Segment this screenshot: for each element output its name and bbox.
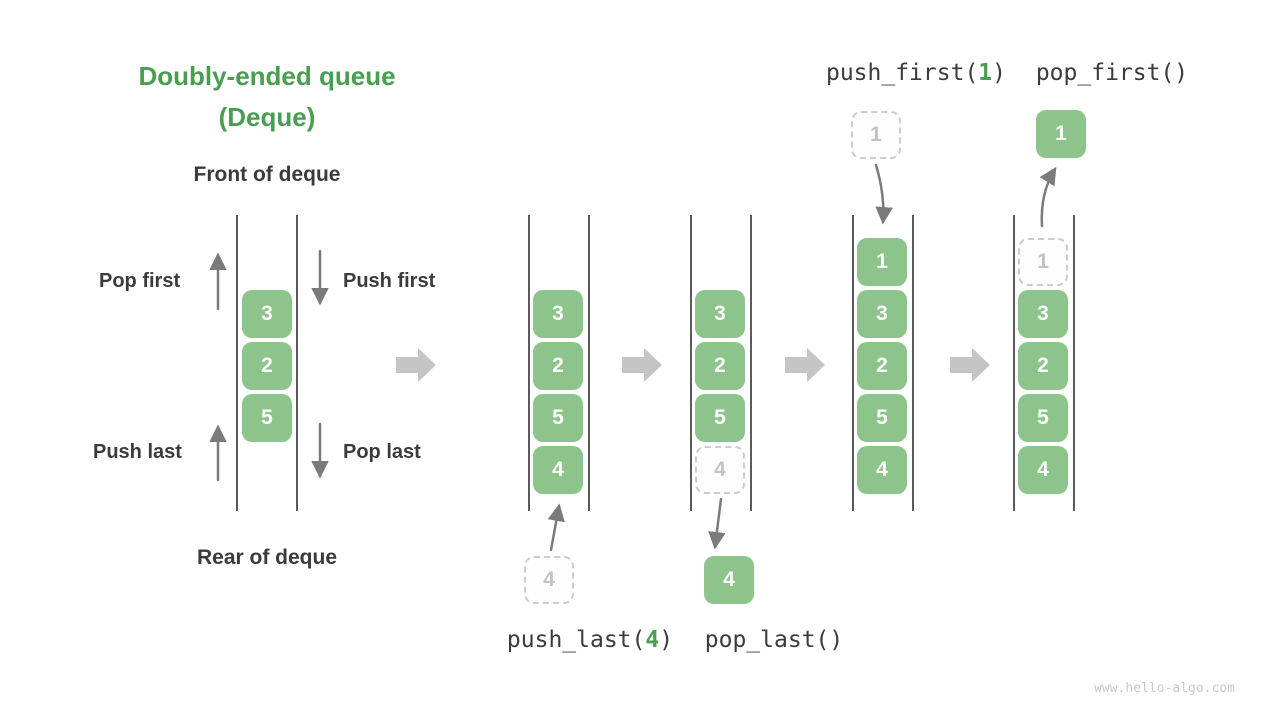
transition-arrow-icon (396, 348, 436, 382)
push-last-label: Push last (93, 441, 182, 463)
op-close: ) (992, 60, 1007, 86)
deque-cell: 2 (1018, 342, 1068, 390)
queue-rail (1073, 215, 1075, 511)
op-name: push_first( (825, 60, 979, 86)
push-last-insert-arrow-icon (547, 503, 565, 552)
deque-cell: 3 (1018, 290, 1068, 338)
deque-cell: 5 (533, 394, 583, 442)
queue-rail (912, 215, 914, 511)
incoming-value-box: 1 (851, 111, 901, 159)
diagram-title: Doubly-ended queue (Deque) (77, 56, 457, 138)
op-arg: 4 (645, 627, 660, 653)
deque-cell: 3 (857, 290, 907, 338)
pop-first-op-label: pop_first() (1036, 60, 1188, 86)
deque-cell: 4 (857, 446, 907, 494)
op-close: ) (659, 627, 674, 653)
watermark: www.hello-algo.com (1094, 681, 1235, 696)
pop-first-label: Pop first (99, 270, 181, 292)
queue-rail (528, 215, 530, 511)
deque-cell: 4 (533, 446, 583, 494)
op-name: pop_last() (704, 627, 844, 653)
removed-slot-box: 1 (1018, 238, 1068, 286)
deque-cell: 4 (1018, 446, 1068, 494)
deque-cell: 1 (857, 238, 907, 286)
deque-cell: 3 (533, 290, 583, 338)
transition-arrow-icon (950, 348, 990, 382)
queue-rail (852, 215, 854, 511)
deque-cell: 2 (695, 342, 745, 390)
outgoing-value-box: 1 (1036, 110, 1086, 158)
push-first-op-label: push_first(1) (826, 60, 1006, 86)
queue-rail (588, 215, 590, 511)
pop-last-op-label: pop_last() (705, 627, 843, 653)
queue-rail (236, 215, 238, 511)
outgoing-value-box: 4 (704, 556, 754, 604)
op-arg: 1 (978, 60, 993, 86)
push-last-op-label: push_last(4) (507, 627, 673, 653)
pop-first-remove-arrow-icon (1039, 166, 1057, 228)
deque-cell: 5 (857, 394, 907, 442)
removed-slot-box: 4 (695, 446, 745, 494)
deque-cell: 3 (242, 290, 292, 338)
deque-cell: 5 (1018, 394, 1068, 442)
op-name: pop_first() (1035, 60, 1189, 86)
transition-arrow-icon (622, 348, 662, 382)
push-first-insert-arrow-icon (874, 163, 893, 225)
diagram-title-line2: (Deque) (218, 102, 316, 132)
queue-rail (750, 215, 752, 511)
push-first-label: Push first (343, 270, 436, 292)
deque-cell: 2 (242, 342, 292, 390)
deque-cell: 3 (695, 290, 745, 338)
transition-arrow-icon (785, 348, 825, 382)
front-of-deque-label: Front of deque (193, 163, 341, 186)
op-name: push_last( (506, 627, 646, 653)
queue-rail (1013, 215, 1015, 511)
rear-of-deque-label: Rear of deque (196, 546, 338, 569)
incoming-value-box: 4 (524, 556, 574, 604)
deque-cell: 2 (533, 342, 583, 390)
queue-rail (296, 215, 298, 511)
queue-rail (690, 215, 692, 511)
pop-last-label: Pop last (343, 441, 421, 463)
pop-last-remove-arrow-icon (708, 497, 726, 550)
deque-cell: 2 (857, 342, 907, 390)
deque-cell: 5 (695, 394, 745, 442)
diagram-title-line1: Doubly-ended queue (138, 61, 396, 91)
deque-cell: 5 (242, 394, 292, 442)
